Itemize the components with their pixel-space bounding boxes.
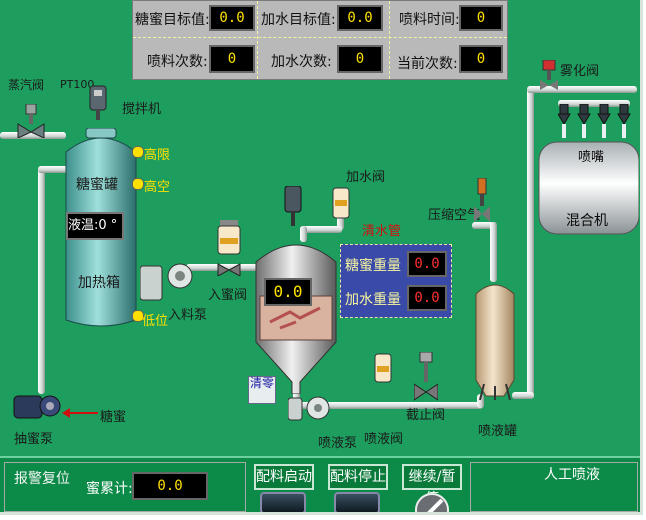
batch-start-label: 配料启动 (254, 464, 314, 490)
high-empty-label: 高空 (144, 180, 171, 195)
spray-count-field[interactable]: 0 (209, 45, 255, 73)
stop-valve-icon[interactable] (414, 352, 438, 402)
pt100-label: PT100 (60, 78, 95, 91)
divider (133, 37, 507, 38)
syrup-tank-label: 糖蜜罐 (76, 177, 118, 193)
water-weight-label: 加水重量 (345, 292, 401, 308)
atomize-valve-icon[interactable] (540, 60, 558, 90)
mixer-feed-bottom (512, 392, 534, 399)
atomize-valve-label: 雾化阀 (560, 64, 600, 79)
temperature-value: 0 ° (98, 218, 118, 233)
continue-pause-knob[interactable] (412, 490, 452, 515)
spray-pump-label: 喷液泵 (318, 436, 358, 451)
divider (389, 1, 390, 79)
syrup-target-field[interactable]: 0.0 (209, 5, 255, 31)
mixer-label: 混合机 (566, 213, 608, 229)
stirrer-label: 搅拌机 (122, 102, 162, 117)
weight-panel: 糖蜜重量 0.0 加水重量 0.0 (340, 244, 452, 318)
spray-tank[interactable] (474, 280, 516, 400)
air-valve-icon[interactable] (474, 178, 490, 222)
water-valve-label: 加水阀 (346, 170, 386, 185)
spray-valve-label: 喷液阀 (364, 432, 404, 447)
inlet-valve-label: 入蜜阀 (208, 288, 248, 303)
stop-valve-label: 截止阀 (406, 408, 446, 423)
temperature-display: 液温:0 ° (66, 212, 124, 240)
spray-pump-icon[interactable] (288, 394, 332, 424)
syrup-total-value: 0.0 (132, 472, 208, 500)
water-pipe-horiz (300, 226, 342, 233)
syrup-total-label: 蜜累计: (86, 481, 133, 497)
stirrer-motor-icon[interactable] (84, 84, 114, 120)
steam-pipe (0, 132, 66, 139)
pump-out-label: 抽蜜泵 (14, 432, 54, 447)
high-limit-indicator (132, 146, 144, 158)
water-count-label: 加水次数: (271, 54, 332, 70)
alarm-reset-button[interactable]: 报警复位 (14, 471, 70, 487)
current-count-field[interactable]: 0 (459, 45, 503, 73)
spray-tank-in-pipe (477, 394, 484, 408)
parameter-panel: 糖蜜目标值: 0.0 加水目标值: 0.0 喷料时间: 0 喷料次数: 0 加水… (132, 0, 508, 80)
current-count-label: 当前次数: (397, 56, 458, 72)
temperature-label: 液温: (68, 218, 99, 233)
mix-tank[interactable] (250, 232, 342, 394)
spray-tank-label: 喷液罐 (478, 424, 518, 439)
feed-pump-icon[interactable] (140, 262, 194, 306)
air-pipe-vert (490, 222, 497, 282)
syrup-weight-value: 0.0 (407, 251, 447, 277)
batch-stop-button[interactable] (334, 492, 380, 512)
drain-button[interactable]: 清零 (248, 376, 276, 404)
manual-frame (470, 462, 638, 512)
air-pipe-horiz (472, 222, 494, 229)
continue-pause-label: 继续/暂停 (402, 464, 462, 507)
manual-spray-label: 人工喷液 (540, 464, 604, 484)
spray-time-field[interactable]: 0 (459, 5, 503, 31)
bottom-control-panel: 报警复位 蜜累计: 0.0 配料启动 配料停止 继续/暂停 人工喷液 (0, 456, 640, 515)
nozzle-group-icon (558, 104, 631, 138)
mix-value-display: 0.0 (264, 278, 312, 306)
steam-valve-label: 蒸汽阀 (8, 78, 45, 92)
water-valve-icon[interactable] (332, 186, 350, 222)
inlet-valve-icon[interactable] (216, 220, 242, 276)
mixer-tank[interactable] (535, 138, 639, 238)
spray-time-label: 喷料时间: (399, 12, 460, 28)
water-count-field[interactable]: 0 (337, 45, 383, 73)
batch-start-button[interactable] (260, 492, 306, 512)
nozzle-manifold (558, 100, 630, 107)
totals-frame (4, 462, 246, 512)
batch-stop-label: 配料停止 (328, 464, 388, 490)
syrup-weight-label: 糖蜜重量 (345, 258, 401, 274)
high-limit-label: 高限 (144, 148, 171, 163)
water-target-label: 加水目标值: (261, 12, 336, 28)
feed-pump-label: 入料泵 (168, 308, 208, 323)
return-pipe-top (38, 166, 68, 173)
mixer-feed-top (527, 86, 637, 93)
mix-motor-icon[interactable] (282, 186, 304, 226)
spray-line-pipe (293, 402, 483, 409)
steam-valve-icon[interactable] (16, 104, 46, 138)
spray-valve-icon[interactable] (374, 352, 392, 392)
water-target-field[interactable]: 0.0 (337, 5, 383, 31)
clean-pipe-label: 清水管 (362, 224, 402, 239)
arrow-left-icon (62, 408, 98, 418)
mixer-feed-pipe (527, 88, 534, 396)
water-pipe-drop (300, 226, 307, 242)
nozzle-label: 喷嘴 (578, 150, 605, 165)
spray-count-label: 喷料次数: (147, 54, 208, 70)
low-level-label: 低位 (142, 314, 169, 329)
high-empty-indicator (132, 178, 144, 190)
syrup-target-label: 糖蜜目标值: (135, 12, 210, 28)
heat-tank-label: 加热箱 (78, 275, 120, 291)
divider (257, 1, 258, 79)
pump-out-icon[interactable] (12, 386, 62, 426)
compressed-air-label: 压缩空气 (428, 208, 481, 223)
low-level-indicator (132, 310, 144, 322)
syrup-inlet-label: 糖蜜 (100, 410, 127, 425)
return-pipe (38, 168, 45, 394)
water-weight-value: 0.0 (407, 285, 447, 311)
